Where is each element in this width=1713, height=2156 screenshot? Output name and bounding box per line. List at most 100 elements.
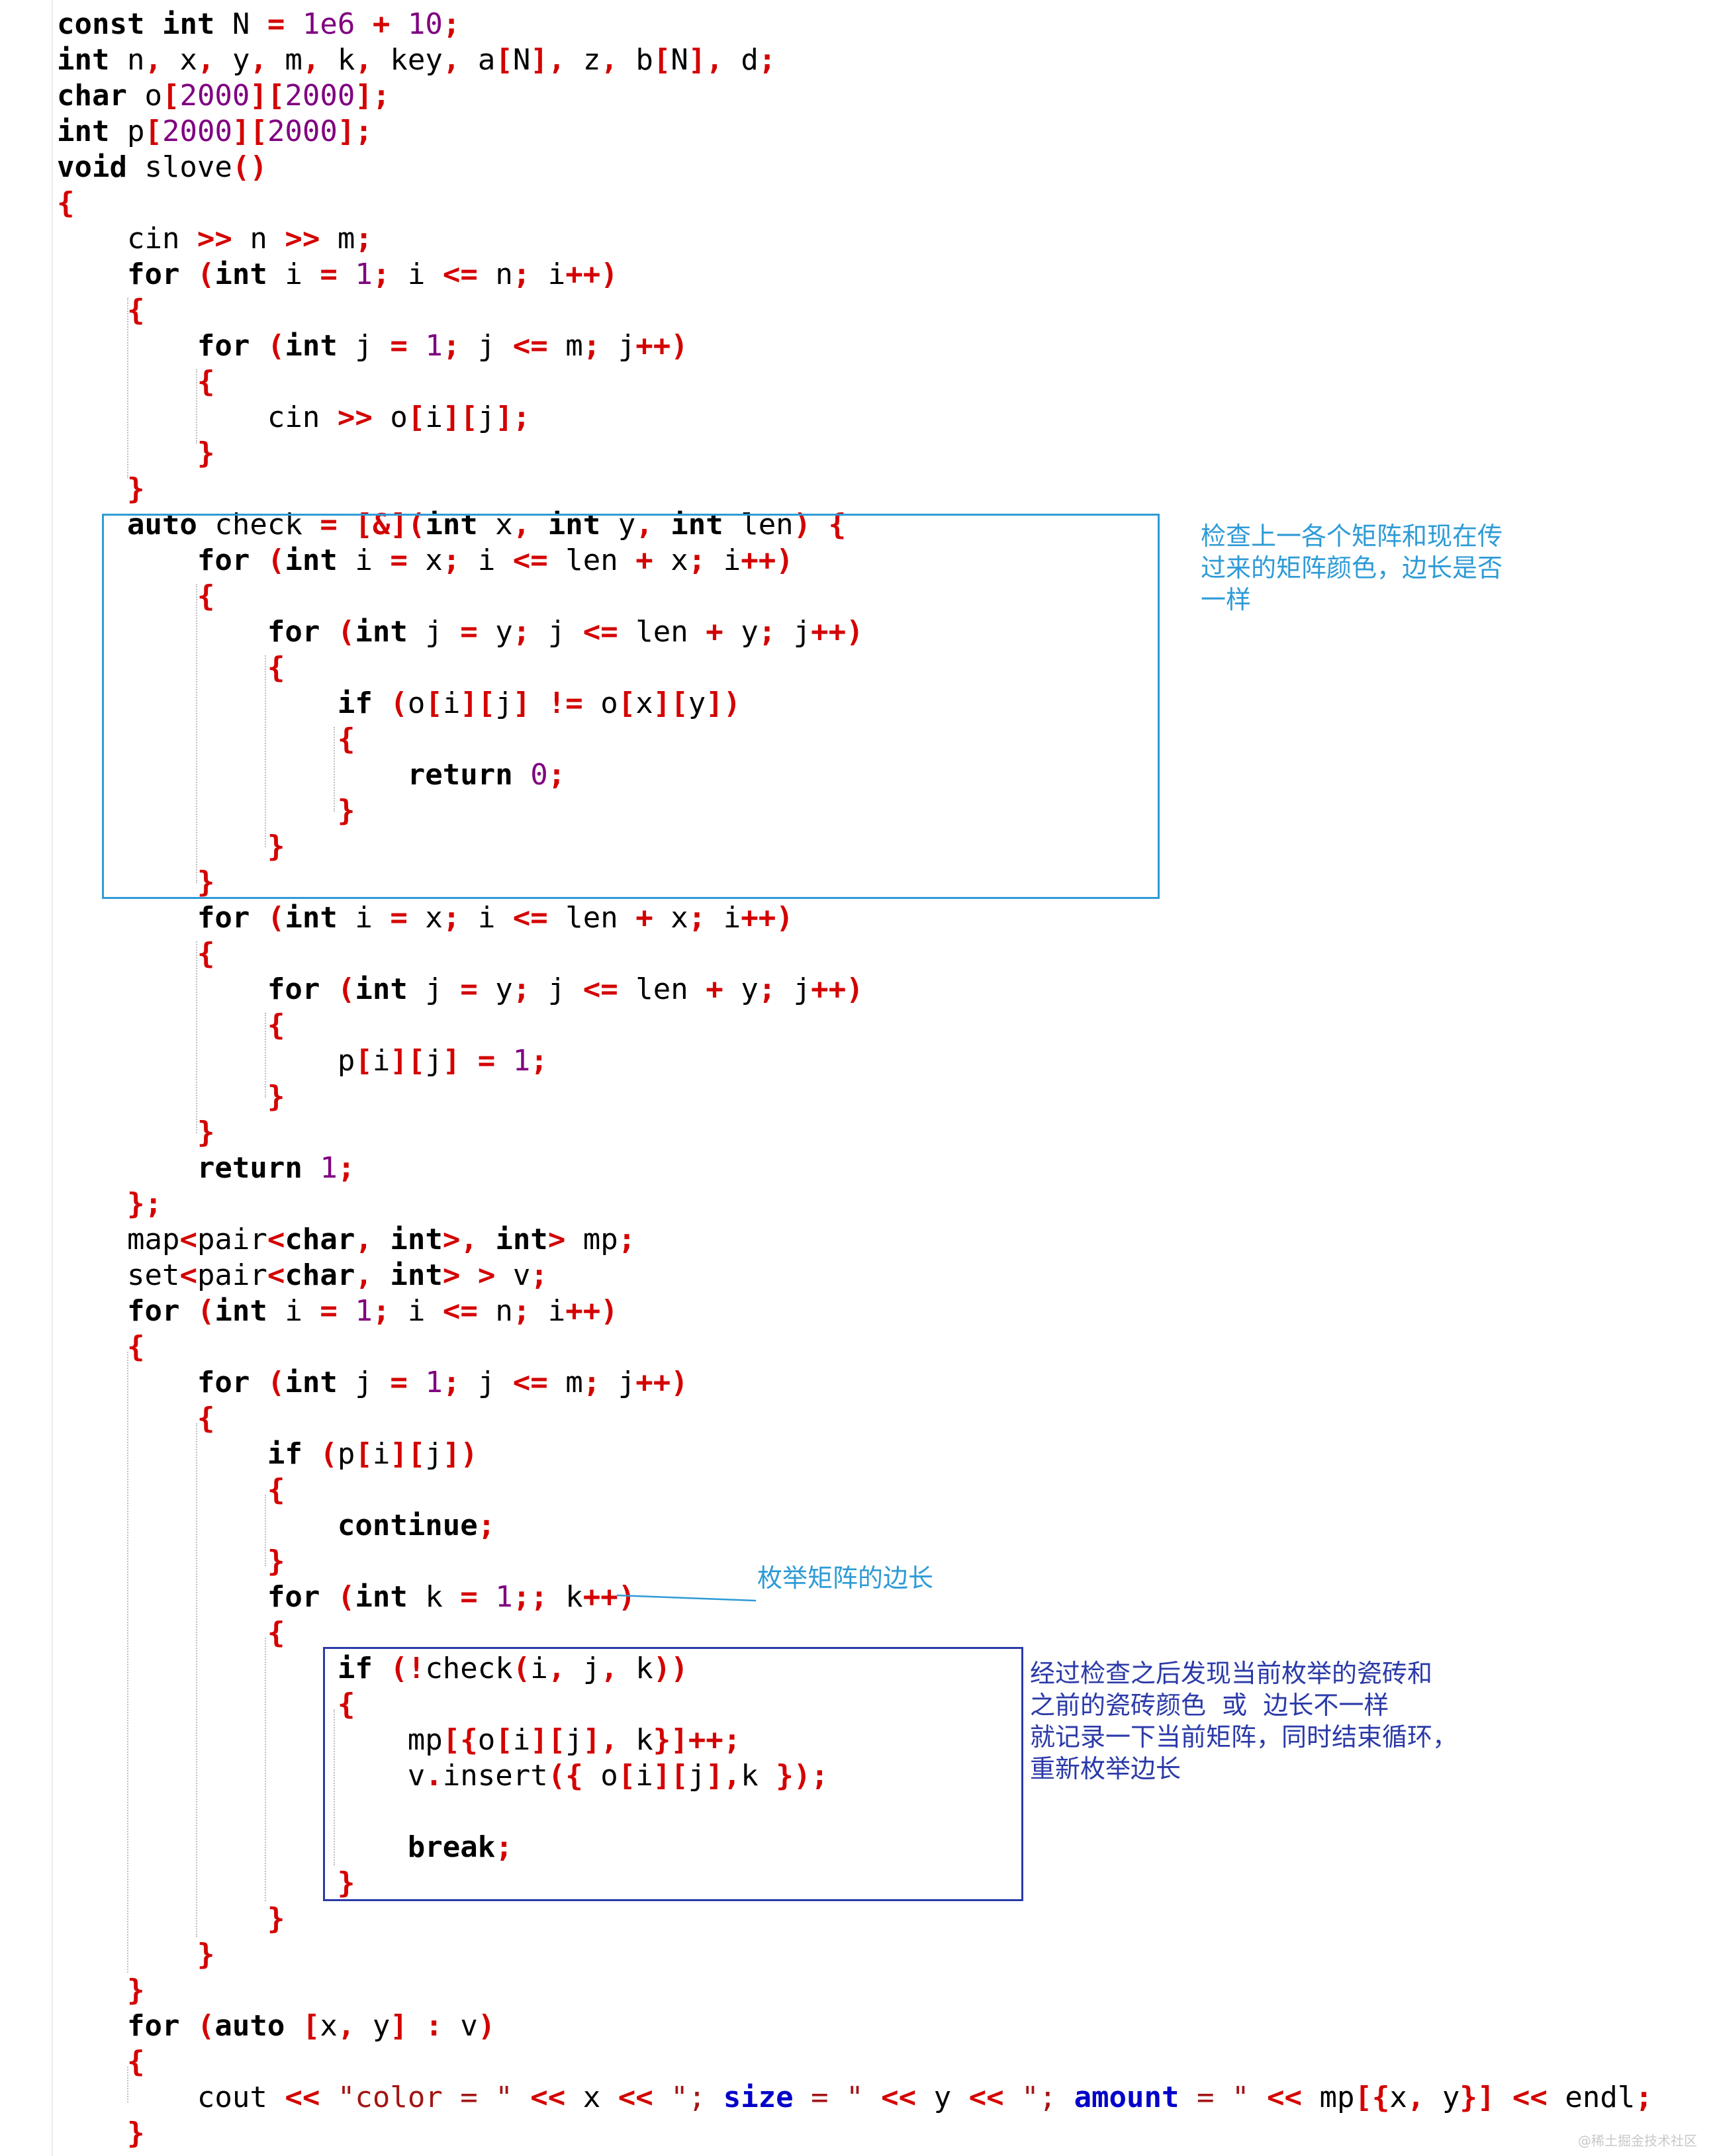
code-token: n [495, 258, 513, 291]
code-token: = [320, 1294, 355, 1328]
code-line: if (p[i][j]) [57, 1436, 478, 1472]
indent-guide [196, 369, 197, 444]
code-token: , [547, 1652, 583, 1685]
code-token: < [267, 1223, 285, 1256]
code-token: ; [512, 1294, 548, 1328]
watermark: @稀土掘金技术社区 [1578, 2133, 1697, 2149]
code-line: } [57, 865, 215, 900]
code-token: o [390, 400, 408, 434]
code-token: } [57, 1866, 355, 1900]
code-token: "; [671, 2081, 723, 2114]
code-token: ++) [582, 1580, 636, 1614]
code-token: ; [688, 543, 723, 577]
code-token: } [57, 2116, 145, 2150]
code-line: { [57, 293, 145, 328]
code-token: ; [442, 1366, 478, 1399]
code-token: char [285, 1258, 355, 1292]
code-token: >, [442, 1223, 496, 1256]
indent-guide [127, 1352, 128, 1973]
code-token: ++) [635, 1366, 688, 1399]
code-token: ; [618, 1223, 636, 1256]
code-token: j [355, 1366, 391, 1399]
code-token: <= [442, 1294, 496, 1328]
code-token: mp [1319, 2081, 1355, 2114]
code-line: int n, x, y, m, k, key, a[N], z, b[N], d… [57, 42, 776, 78]
code-token: { [57, 1008, 285, 1042]
code-token: + [706, 615, 741, 649]
code-token: int [285, 543, 355, 577]
code-token: p [126, 115, 145, 148]
code-token: 1 [512, 1044, 531, 1078]
code-token: i [355, 901, 391, 935]
code-line: if (!check(i, j, k)) [57, 1651, 688, 1687]
code-token: }; [57, 1187, 162, 1221]
code-token: } [57, 865, 215, 899]
code-line: auto check = [&](int x, int y, int len) … [57, 507, 846, 543]
code-token: << [1266, 2081, 1320, 2114]
code-token: ; [688, 901, 723, 935]
code-token: m [565, 1366, 583, 1399]
code-token: , [600, 1652, 636, 1685]
code-token: , [197, 43, 232, 77]
code-token: ; [477, 1509, 496, 1542]
code-line: for (int i = 1; i <= n; i++) [57, 257, 618, 293]
code-token: ( [267, 543, 285, 577]
code-token: N [512, 43, 531, 77]
code-token: < [179, 1223, 197, 1256]
code-token: "color = " [337, 2081, 531, 2114]
code-token: i [477, 901, 513, 935]
code-token: ], [706, 1759, 741, 1793]
code-line: mp[{o[i][j], k}]++; [57, 1722, 741, 1758]
code-token: , [337, 2009, 373, 2043]
code-token: k [635, 1723, 653, 1757]
code-line: set<pair<char, int> > v; [57, 1258, 548, 1293]
code-token: v [57, 1759, 426, 1793]
code-line: for (int k = 1;; k++) [57, 1579, 635, 1615]
code-token: len [635, 615, 706, 649]
code-token: check [425, 1652, 513, 1685]
code-token: <= [582, 972, 636, 1006]
code-token: < [179, 1258, 197, 1292]
code-token: j [355, 329, 391, 363]
code-token: > > [442, 1258, 513, 1292]
code-token: << [1512, 2081, 1565, 2114]
code-token: ( [267, 329, 285, 363]
code-token: [ [425, 686, 443, 720]
code-token: if [57, 1437, 320, 1471]
code-token: <= [512, 1366, 566, 1399]
code-line: continue; [57, 1508, 495, 1544]
code-token: j [425, 615, 461, 649]
code-token: z [582, 43, 601, 77]
code-token: ][ [442, 400, 478, 434]
code-token: o [407, 686, 426, 720]
code-token: { [57, 1473, 285, 1507]
code-token: x [425, 901, 443, 935]
code-token: map [57, 1223, 180, 1256]
code-token: cin [57, 400, 338, 434]
code-line: } [57, 1544, 285, 1579]
code-token: 10 [407, 7, 443, 41]
code-token: for [57, 972, 338, 1006]
code-token: ; [442, 329, 478, 363]
code-token: ] [250, 79, 267, 113]
code-token: , [600, 43, 636, 77]
code-token: for [57, 258, 197, 291]
code-token: ( [267, 901, 285, 935]
code-line: { [57, 1329, 145, 1365]
code-line: { [57, 1615, 285, 1651]
code-token: <= [512, 543, 566, 577]
code-line: return 0; [57, 757, 565, 793]
code-token: ; [495, 1830, 513, 1864]
code-token: ] [530, 43, 548, 77]
code-token: ; [512, 615, 548, 649]
code-token: continue [57, 1509, 478, 1542]
code-token: j [547, 972, 583, 1006]
code-token: }]++; [653, 1723, 741, 1757]
code-token: int [355, 615, 426, 649]
code-token: { [57, 186, 75, 220]
code-token: 2000 [179, 79, 250, 113]
code-token: [ [355, 1044, 373, 1078]
indent-guide [127, 298, 128, 478]
code-token: } [57, 1080, 285, 1113]
code-token: k [741, 1759, 776, 1793]
